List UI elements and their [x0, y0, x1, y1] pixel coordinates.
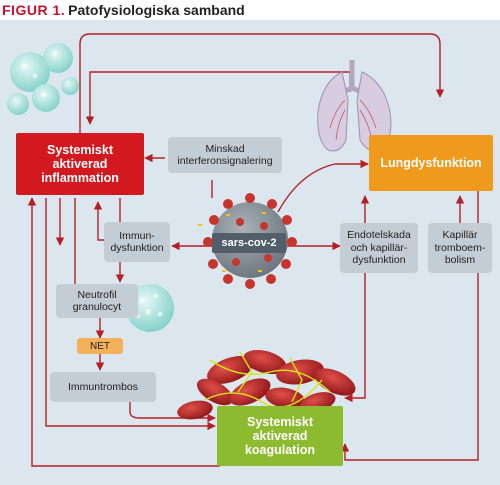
- immune-dysfunction-label: Immun- dysfunktion: [110, 229, 164, 255]
- figure-title: Patofysiologiska samband: [68, 2, 245, 18]
- reduced-interferon-label: Minskad interferonsignalering: [177, 142, 273, 168]
- systemic-inflammation-node: Systemiskt aktiverad inflammation: [16, 133, 144, 195]
- figure-label: FIGUR 1.: [2, 2, 66, 18]
- net-label: NET: [90, 340, 110, 352]
- arrow-immune-to-inflammation: [93, 201, 104, 241]
- arrow-coagulation-to-inflammation: [27, 197, 220, 467]
- neutrophil-granulocyte-label: Neutrofil granulocyt: [72, 288, 122, 314]
- blood-clot-illustration: [177, 349, 356, 420]
- arrow-inflammation-to-coagulation: [45, 198, 216, 431]
- immunothrombosis-label: Immuntrombos: [67, 380, 139, 393]
- inflammatory-cell-cluster-illustration: [7, 43, 79, 115]
- arrow-virus-to-lung: [277, 159, 369, 213]
- neutrophil-granulocyte-node: Neutrofil granulocyt: [56, 284, 138, 318]
- lungs-illustration: [317, 60, 392, 152]
- reduced-interferon-node: Minskad interferonsignalering: [168, 137, 282, 173]
- lung-dysfunction-node: Lungdysfunktion: [369, 135, 493, 191]
- capillary-thromboembolism-node: Kapillär tromboem- bolism: [428, 223, 492, 273]
- arrow-lung-to-coagulation: [340, 173, 479, 461]
- systemic-coagulation-label: Systemiskt aktiverad koagulation: [244, 415, 316, 457]
- systemic-coagulation-node: Systemiskt aktiverad koagulation: [217, 406, 343, 466]
- immunothrombosis-node: Immuntrombos: [50, 372, 156, 402]
- arrow-lung-to-inflammation: [85, 71, 351, 125]
- figure-header: FIGUR 1.Patofysiologiska samband: [0, 0, 500, 20]
- endothelial-damage-label: Endotelskada och kapillär- dysfunktion: [347, 229, 411, 267]
- arrow-inflammation-to-lung: [79, 33, 445, 134]
- arrow-immunothrombosis-to-coagulation: [129, 400, 216, 423]
- neutrophil-cell-illustration: [126, 284, 174, 332]
- systemic-inflammation-label: Systemiskt aktiverad inflammation: [41, 143, 119, 185]
- feedback-loop-arrows: [27, 33, 479, 467]
- arrow-endothelial-to-coagulation: [344, 273, 366, 403]
- sars-cov-2-label: sars-cov-2: [212, 233, 286, 253]
- net-node: NET: [77, 338, 123, 354]
- lung-dysfunction-label: Lungdysfunktion: [380, 156, 482, 170]
- endothelial-damage-node: Endotelskada och kapillär- dysfunktion: [340, 223, 418, 273]
- immune-dysfunction-node: Immun- dysfunktion: [104, 222, 170, 262]
- capillary-thromboembolism-label: Kapillär tromboem- bolism: [434, 229, 486, 267]
